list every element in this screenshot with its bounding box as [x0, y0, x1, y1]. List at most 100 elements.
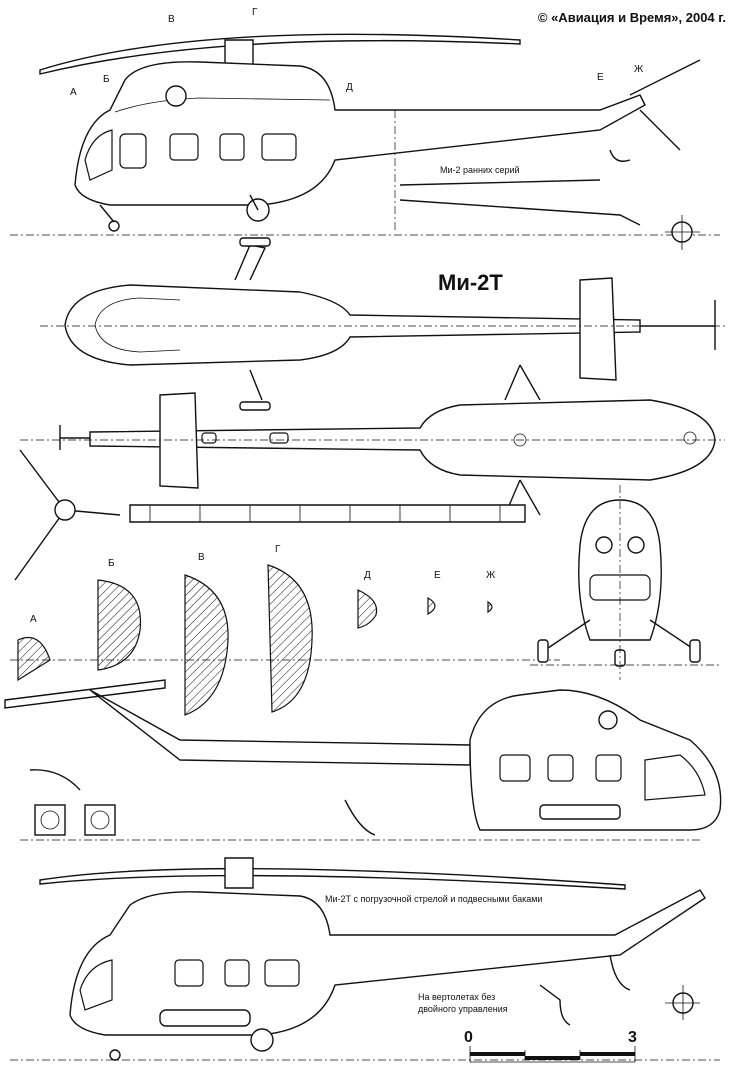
stabilizer	[579, 277, 617, 381]
section-mark-b: Б	[103, 74, 110, 85]
cockpit-outline	[94, 297, 181, 353]
section-label-b: Б	[108, 558, 115, 569]
fuselage	[74, 61, 646, 206]
rotor-hub	[54, 499, 76, 521]
scale-ticks	[469, 1046, 636, 1063]
scale-end-label: 3	[628, 1029, 637, 1046]
section-label-zh: Ж	[486, 570, 496, 581]
engine-intake-front	[595, 536, 613, 554]
early-series-tail-detail	[399, 179, 641, 226]
no-dual-control-caption-1: На вертолетах без	[418, 992, 495, 1002]
section-b-shape	[97, 579, 142, 671]
scale-segment	[525, 1056, 580, 1060]
fuselage-panel-line	[114, 97, 331, 113]
section-label-v: В	[198, 552, 205, 563]
rotor-head	[224, 857, 254, 889]
cabin-window	[595, 754, 622, 782]
side-view-top: А Б В Г Д Е Ж Ми-2 ранних серий	[10, 7, 720, 250]
section-d-shape	[357, 589, 378, 629]
bottom-view	[20, 364, 725, 516]
detail-box	[84, 804, 116, 836]
underside-hatch	[513, 433, 527, 447]
section-label-e: Е	[434, 570, 441, 581]
cockpit-glazing	[644, 754, 706, 801]
cabin-window	[547, 754, 574, 782]
boom-hatch	[201, 432, 217, 444]
external-equipment	[539, 804, 621, 820]
nose-wheel	[108, 220, 120, 232]
landing-gear-struts-bottom	[504, 364, 541, 516]
cabin-window	[174, 959, 204, 987]
early-series-caption: Ми-2 ранних серий	[440, 165, 520, 175]
side-view-cargo-boom: Ми-2Т с погрузочной стрелой и подвесными…	[10, 857, 720, 1061]
cabin-window	[169, 133, 199, 161]
cockpit-glazing	[79, 959, 113, 1011]
blade-rib-lines	[149, 505, 501, 522]
scale-bar: 0 3	[464, 1029, 637, 1063]
cockpit-glazing	[84, 129, 113, 181]
scale-segment	[470, 1052, 525, 1056]
cabin-window	[261, 133, 297, 161]
section-mark-a: А	[70, 87, 77, 98]
cargo-boom-caption: Ми-2Т с погрузочной стрелой и подвесными…	[325, 894, 542, 904]
main-wheel-front	[537, 639, 549, 663]
section-v-shape	[184, 574, 229, 716]
front-view	[530, 485, 720, 680]
fuselage-bottom-view	[69, 889, 706, 1036]
no-dual-control-caption-2: двойного управления	[418, 1004, 508, 1014]
cabin-window	[219, 133, 245, 161]
tail-rotor-hub-crosshair	[665, 215, 700, 250]
aircraft-title: Ми-2Т	[438, 270, 503, 295]
main-rotor-blade	[39, 33, 521, 75]
rotor-hub-and-blade	[14, 449, 526, 581]
section-label-a: А	[30, 614, 37, 625]
cabin-window	[499, 754, 531, 782]
tail-rotor-top	[640, 300, 716, 350]
cockpit-door-window	[119, 133, 147, 169]
boom-hatch	[269, 432, 289, 444]
tail-skid	[539, 954, 631, 1026]
tail-skid	[609, 149, 631, 162]
main-rotor-blade-bottom	[39, 867, 626, 890]
engine-intake	[165, 85, 187, 107]
tail-rotor-hub-crosshair	[665, 985, 700, 1020]
top-view	[40, 237, 725, 411]
stabilizer-bottom	[159, 392, 199, 489]
landing-gear-struts-front	[544, 619, 696, 651]
fuselage-top	[64, 284, 641, 366]
tail-skid	[29, 769, 376, 836]
engine-intake-front	[627, 536, 645, 554]
fuselage-bottom	[89, 399, 716, 481]
main-wheel-top	[239, 401, 271, 411]
detail-box	[34, 804, 66, 836]
cabin-window	[264, 959, 300, 987]
rotor-blade-side	[4, 679, 166, 709]
scale-segment	[580, 1052, 635, 1056]
section-label-d: Д	[364, 570, 371, 581]
landing-gear-strut	[99, 194, 259, 223]
copyright-text: © «Авиация и Время», 2004 г.	[538, 10, 726, 25]
nose-wheel	[109, 1049, 121, 1061]
section-mark-e: Е	[597, 72, 604, 83]
tail-rotor	[629, 59, 701, 151]
section-mark-d: Д	[346, 82, 353, 93]
rotor-blade-plan	[129, 504, 526, 523]
cabin-window	[224, 959, 250, 987]
section-e-shape	[427, 596, 436, 616]
section-g-shape	[267, 564, 313, 713]
scale-start-label: 0	[464, 1029, 473, 1046]
engine-intake	[598, 710, 618, 730]
center-line	[530, 485, 720, 680]
section-a-shape	[17, 636, 51, 682]
main-wheel-top	[239, 237, 271, 247]
section-mark-zh: Ж	[634, 64, 644, 75]
tail-rotor-bottom	[59, 425, 90, 450]
main-wheel-front	[689, 639, 701, 663]
cross-sections: А Б В Г Д Е Ж	[10, 544, 560, 716]
detail-circle	[90, 810, 110, 830]
main-wheel-bottom	[250, 1028, 274, 1052]
side-view-right	[4, 679, 722, 841]
section-zh-shape	[487, 600, 493, 614]
section-label-g: Г	[275, 544, 281, 555]
